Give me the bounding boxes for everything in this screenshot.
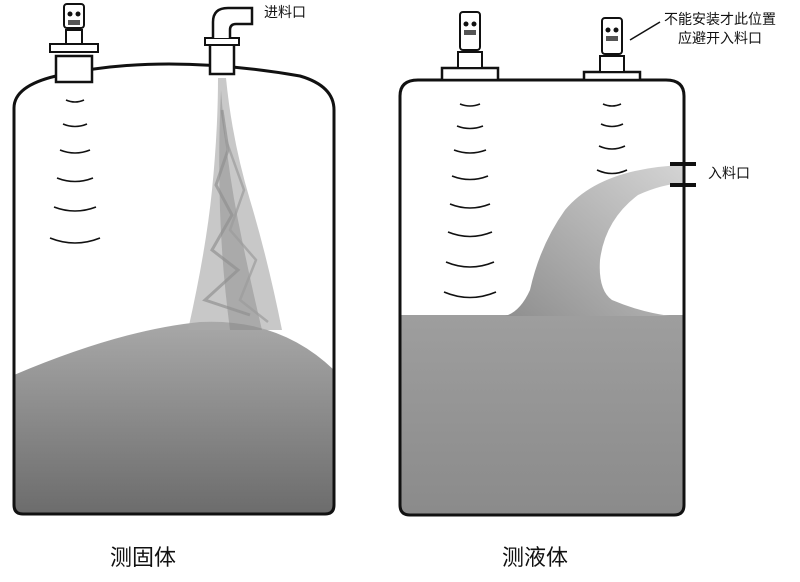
liquid-body [400, 315, 684, 515]
radar-level-sensor-wrong-position [582, 17, 661, 82]
solids-tank [12, 3, 336, 516]
radar-level-sensor [49, 3, 99, 84]
feed-inlet-top-label: 进料口 [264, 5, 306, 21]
warning-label-line2: 应避开入料口 [678, 31, 762, 47]
liquid-inflow-stream [505, 165, 684, 316]
liquid-tank [398, 11, 696, 517]
side-feed-inlet [670, 162, 696, 187]
solid-caption: 测固体 [110, 546, 177, 571]
falling-material-plume [188, 78, 282, 330]
radar-waves [596, 103, 628, 175]
liquid-tank-outline [398, 78, 686, 517]
feed-inlet-side-label: 入料口 [708, 166, 750, 182]
liquid-caption: 测液体 [502, 546, 569, 571]
feed-inlet-pipe [204, 6, 254, 76]
radar-waves [443, 103, 497, 299]
radar-level-sensor [440, 11, 500, 82]
warning-label-line1: 不能安装才此位置 [664, 12, 776, 28]
solid-material-pile [14, 321, 334, 514]
radar-waves [49, 99, 101, 244]
